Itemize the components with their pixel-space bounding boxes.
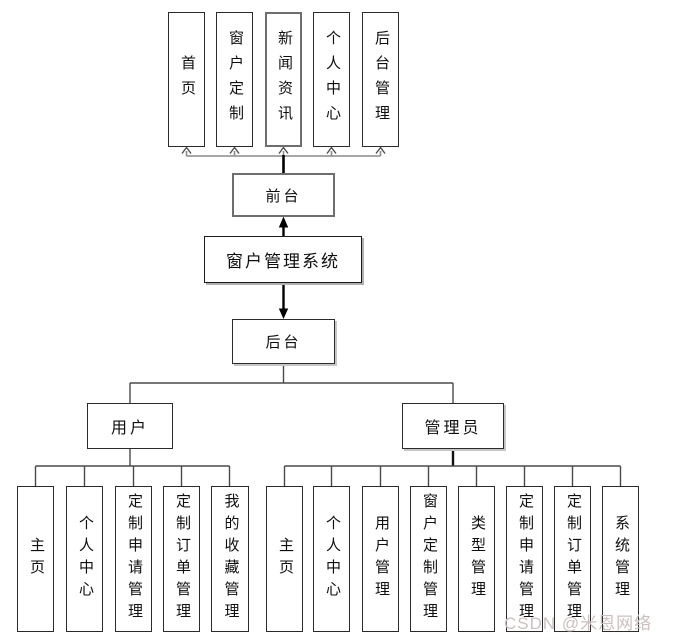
node-backend: 后台: [232, 319, 335, 364]
arrow-down-icon: [278, 308, 289, 319]
front-item-personal-center-label: 个人中心: [324, 29, 340, 130]
admin-item-custom-request-mgmt: 定制申请管理: [506, 486, 543, 632]
node-admin-label: 管理员: [424, 420, 482, 437]
admin-item-system-mgmt-label: 系统管理: [613, 515, 629, 603]
node-system-root: 窗户管理系统: [204, 236, 362, 283]
admin-item-window-custom-mgmt: 窗户定制管理: [410, 486, 447, 632]
user-item-favorites-mgmt-label: 我的收藏管理: [222, 493, 239, 625]
admin-item-window-custom-mgmt-label: 窗户定制管理: [421, 493, 437, 625]
front-item-admin-panel: 后台管理: [362, 12, 399, 147]
tree-connectors: [34, 364, 622, 486]
node-user: 用户: [87, 403, 173, 449]
user-item-custom-request-mgmt-label: 定制申请管理: [126, 493, 142, 625]
user-item-personal-center: 个人中心: [66, 486, 103, 632]
admin-item-custom-order-mgmt-label: 定制订单管理: [565, 493, 581, 625]
node-frontend-label: 前台: [265, 188, 302, 205]
node-user-label: 用户: [110, 420, 149, 437]
node-backend-label: 后台: [265, 335, 302, 351]
admin-item-user-mgmt-label: 用户管理: [373, 515, 389, 603]
admin-item-type-mgmt-label: 类型管理: [469, 515, 485, 603]
user-item-home: 主页: [17, 486, 54, 632]
front-item-personal-center: 个人中心: [313, 12, 350, 147]
admin-item-custom-request-mgmt-label: 定制申请管理: [517, 493, 533, 625]
user-item-home-label: 主页: [28, 537, 44, 581]
node-admin: 管理员: [402, 403, 504, 449]
user-item-personal-center-label: 个人中心: [77, 515, 93, 603]
admin-item-custom-order-mgmt: 定制订单管理: [554, 486, 591, 632]
front-item-news: 新闻资讯: [265, 12, 302, 147]
user-item-custom-request-mgmt: 定制申请管理: [115, 486, 152, 632]
user-item-favorites-mgmt: 我的收藏管理: [211, 486, 249, 632]
user-item-custom-order-mgmt: 定制订单管理: [163, 486, 200, 632]
watermark: CSDN @米恩网络: [504, 614, 653, 633]
admin-item-type-mgmt: 类型管理: [458, 486, 495, 632]
node-frontend: 前台: [232, 173, 335, 217]
admin-item-user-mgmt: 用户管理: [362, 486, 399, 632]
admin-item-system-mgmt: 系统管理: [602, 486, 639, 632]
fan-arrowheads: [181, 146, 386, 154]
arrow-up-icon: [278, 216, 289, 228]
spine-connector: [278, 155, 289, 319]
front-item-window-custom: 窗户定制: [216, 12, 253, 147]
admin-item-home: 主页: [266, 486, 303, 632]
front-item-news-label: 新闻资讯: [276, 29, 292, 130]
node-system-root-label: 窗户管理系统: [226, 252, 340, 271]
front-item-window-custom-label: 窗户定制: [227, 29, 243, 130]
admin-item-personal-center: 个人中心: [313, 486, 350, 632]
admin-item-personal-center-label: 个人中心: [324, 515, 340, 603]
user-item-custom-order-mgmt-label: 定制订单管理: [174, 493, 190, 625]
admin-item-home-label: 主页: [277, 537, 293, 581]
front-item-admin-panel-label: 后台管理: [373, 29, 389, 130]
front-item-home: 首页: [168, 12, 205, 147]
front-item-home-label: 首页: [179, 54, 195, 105]
